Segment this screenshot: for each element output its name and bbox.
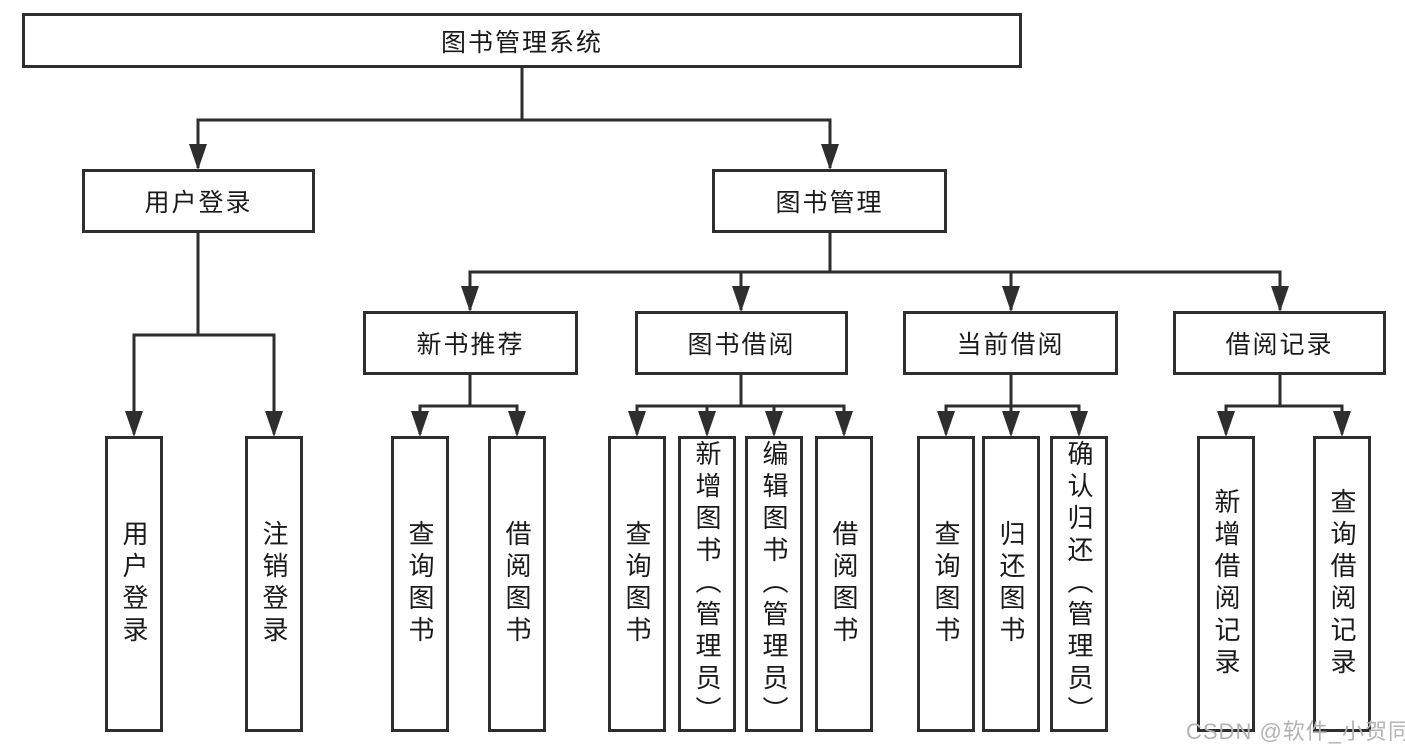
leaf-node-logout: 注销登录	[245, 436, 303, 732]
branch-label: 用户登录	[144, 189, 253, 217]
leaf-node-confirm-return-admin: 确认归还（管理员）	[1050, 436, 1108, 732]
leaf-node-query-books-3: 查询图书	[917, 436, 975, 732]
arrowhead	[1333, 411, 1351, 437]
arrowhead	[765, 411, 783, 437]
arrowhead	[698, 411, 716, 437]
leaf-label: 查询借阅记录	[1327, 488, 1357, 680]
root-node-label: 图书管理系统	[440, 28, 603, 57]
leaf-label: 查询图书	[931, 520, 961, 648]
leaf-label: 查询图书	[622, 520, 652, 648]
leaf-node-query-books-2: 查询图书	[608, 436, 666, 732]
arrowhead	[628, 411, 646, 437]
leaf-node-edit-books-admin: 编辑图书（管理员）	[745, 436, 803, 732]
leaf-node-borrow-books-1: 借阅图书	[488, 436, 546, 732]
arrowhead	[411, 411, 429, 437]
arrowhead	[1217, 411, 1235, 437]
branch-label: 新书推荐	[416, 331, 525, 359]
arrowhead	[189, 144, 207, 170]
leaf-node-user-login: 用户登录	[105, 436, 163, 732]
arrowhead	[265, 411, 283, 437]
arrowhead	[835, 411, 853, 437]
arrowhead	[732, 286, 750, 312]
leaf-node-add-borrow-record: 新增借阅记录	[1197, 436, 1255, 732]
branch-node-book-management: 图书管理	[712, 169, 947, 233]
leaf-label: 借阅图书	[829, 520, 859, 648]
arrowhead	[1070, 411, 1088, 437]
leaf-label: 编辑图书（管理员）	[759, 440, 789, 728]
branch-node-book-borrow: 图书借阅	[635, 311, 848, 375]
leaf-node-borrow-books-2: 借阅图书	[815, 436, 873, 732]
branch-node-new-book-recommend: 新书推荐	[363, 311, 578, 375]
leaf-node-query-books-1: 查询图书	[391, 436, 449, 732]
leaf-label: 注销登录	[259, 520, 289, 648]
leaf-node-return-books: 归还图书	[982, 436, 1040, 732]
leaf-label: 确认归还（管理员）	[1064, 440, 1094, 728]
leaf-label: 新增图书（管理员）	[692, 440, 722, 728]
arrowhead	[125, 411, 143, 437]
branch-label: 当前借阅	[956, 331, 1065, 359]
branch-label: 借阅记录	[1225, 331, 1334, 359]
csdn-watermark: CSDN @软件_小贺同学	[1186, 719, 1405, 744]
leaf-label: 新增借阅记录	[1211, 488, 1241, 680]
arrowhead	[821, 144, 839, 170]
arrowhead	[1271, 286, 1289, 312]
leaf-node-query-borrow-record: 查询借阅记录	[1313, 436, 1371, 732]
branch-label: 图书借阅	[687, 331, 796, 359]
arrowhead	[1002, 286, 1020, 312]
leaf-label: 借阅图书	[502, 520, 532, 648]
branch-node-user-login: 用户登录	[82, 169, 315, 233]
arrowhead	[1002, 411, 1020, 437]
leaf-label: 用户登录	[119, 520, 149, 648]
leaf-node-add-books-admin: 新增图书（管理员）	[678, 436, 736, 732]
branch-label: 图书管理	[775, 189, 884, 217]
leaf-label: 查询图书	[405, 520, 435, 648]
root-node-library-system: 图书管理系统	[22, 13, 1022, 68]
arrowhead	[508, 411, 526, 437]
branch-node-borrow-records: 借阅记录	[1173, 311, 1386, 375]
leaf-label: 归还图书	[996, 520, 1026, 648]
arrowhead	[461, 286, 479, 312]
arrowhead	[937, 411, 955, 437]
branch-node-current-borrow: 当前借阅	[903, 311, 1118, 375]
